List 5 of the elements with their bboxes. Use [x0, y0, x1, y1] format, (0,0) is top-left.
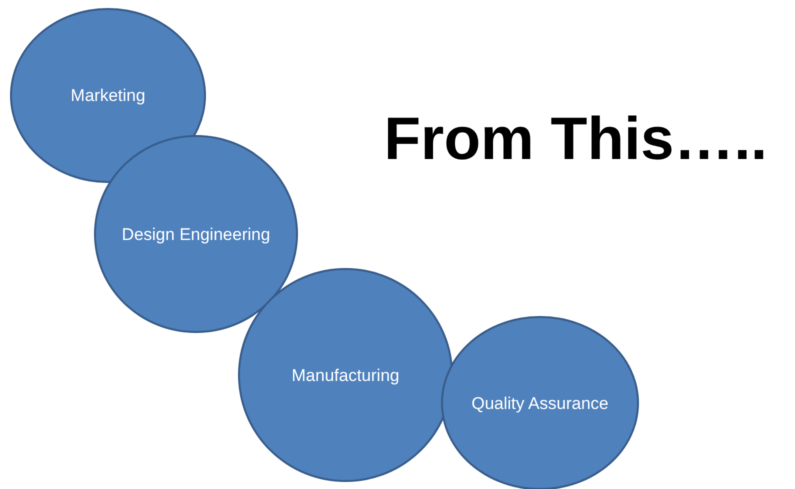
department-label: Design Engineering: [122, 224, 270, 246]
department-label: Quality Assurance: [471, 392, 608, 414]
department-label: Manufacturing: [292, 364, 400, 386]
title: From This…..: [384, 104, 768, 174]
department-label: Marketing: [70, 85, 146, 107]
